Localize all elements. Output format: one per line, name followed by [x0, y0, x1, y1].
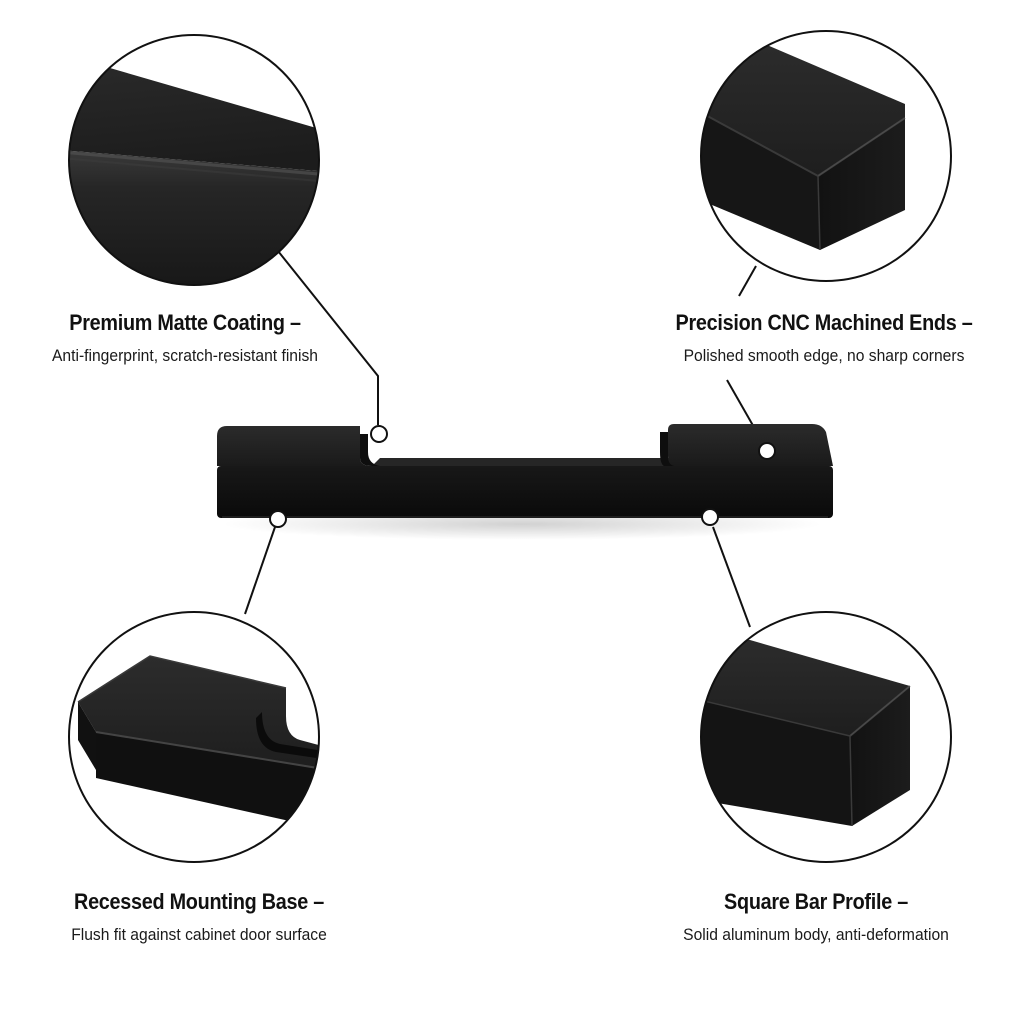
feature-square-profile: Square Bar Profile – Solid aluminum body… [636, 889, 996, 945]
feature-matte-coating: Premium Matte Coating – Anti-fingerprint… [20, 310, 350, 366]
callout-line-bottom-right [712, 526, 751, 628]
callout-dot-matte-coating [370, 425, 388, 443]
feature-cnc-ends: Precision CNC Machined Ends – Polished s… [652, 310, 996, 366]
callout-line-top-right [738, 265, 757, 297]
matte-surface-closeup-icon [68, 34, 320, 286]
feature-title: Recessed Mounting Base – [74, 889, 324, 914]
callout-dot-recessed-base [269, 510, 287, 528]
feature-title: Square Bar Profile – [724, 889, 908, 914]
feature-description: Polished smooth edge, no sharp corners [683, 346, 965, 365]
callout-line-top-left [273, 245, 379, 425]
callout-dot-cnc-ends [758, 442, 776, 460]
feature-description: Solid aluminum body, anti-deformation [683, 925, 949, 944]
callout-dots [269, 425, 776, 528]
callout-lines [244, 245, 764, 628]
square-profile-closeup-icon [700, 611, 952, 863]
machined-end-closeup-icon [700, 30, 952, 282]
callout-dot-square-profile [701, 508, 719, 526]
feature-title: Precision CNC Machined Ends – [675, 310, 973, 335]
feature-recessed-base: Recessed Mounting Base – Flush fit again… [24, 889, 374, 945]
callout-line-bottom-left [244, 526, 276, 615]
feature-description: Anti-fingerprint, scratch-resistant fini… [52, 346, 318, 365]
cabinet-handle-icon [217, 424, 833, 540]
feature-title: Premium Matte Coating – [69, 310, 301, 335]
recessed-base-closeup-icon [68, 611, 320, 863]
feature-description: Flush fit against cabinet door surface [71, 925, 327, 944]
